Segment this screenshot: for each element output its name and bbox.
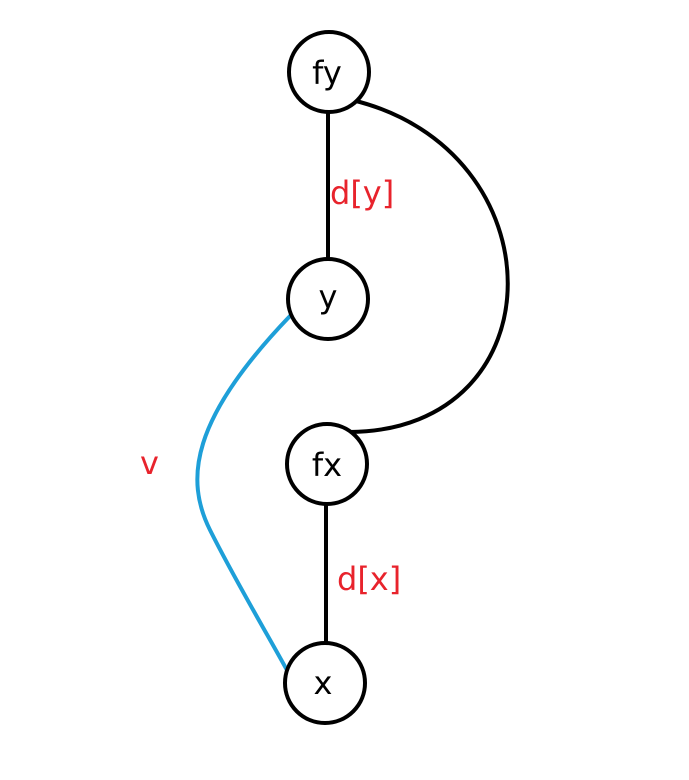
edge-label-dy: d[y] xyxy=(330,174,394,212)
edge-label-dx: d[x] xyxy=(337,560,401,598)
edge-label-v: v xyxy=(140,444,159,482)
node-x: x xyxy=(283,641,367,725)
node-fy-label: fy xyxy=(312,54,342,92)
node-fx-label: fx xyxy=(312,446,342,484)
node-fx: fx xyxy=(285,422,369,506)
edge-y-x-curve xyxy=(195,314,292,674)
edge-fx-fy-arc xyxy=(348,98,510,434)
node-y: y xyxy=(286,257,370,341)
node-y-label: y xyxy=(319,278,338,316)
node-fy: fy xyxy=(287,30,371,114)
node-x-label: x xyxy=(314,664,333,702)
